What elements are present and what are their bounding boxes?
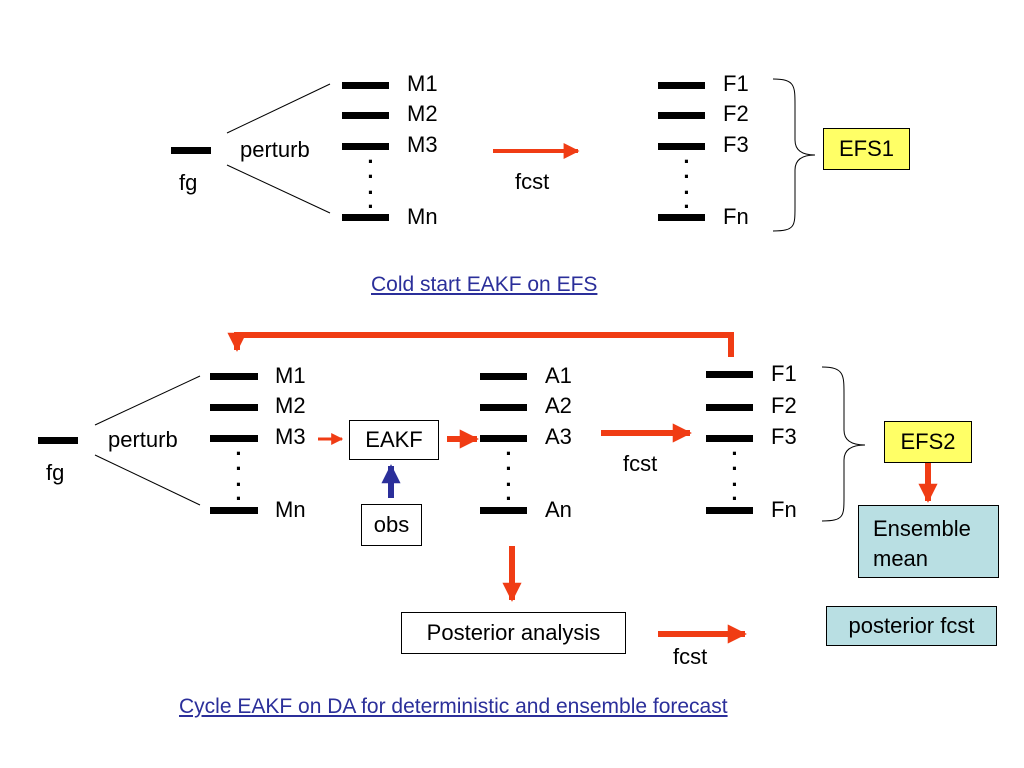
analysis-ellipsis-4: · — [505, 486, 513, 511]
bottom-member-bar-2 — [210, 404, 258, 411]
bottom-forecast-brace — [821, 366, 866, 522]
analysis-bar-2 — [480, 404, 527, 411]
posterior-fcst-arrow-label: fcst — [673, 644, 708, 669]
top-member-label-2: M2 — [407, 101, 438, 126]
top-member-label-1: M1 — [407, 71, 438, 96]
bottom-forecast-label-3: F3 — [771, 424, 797, 449]
analysis-label-2: A2 — [545, 393, 572, 418]
bottom-forecast-bar-1 — [706, 371, 753, 378]
top-fg-label: fg — [179, 170, 198, 195]
bottom-forecast-label-2: F2 — [771, 393, 797, 418]
bottom-fcst-label: fcst — [623, 451, 658, 476]
bottom-perturb-line-lower — [94, 454, 201, 506]
bottom-member-ellipsis-4: · — [235, 486, 243, 511]
bottom-member-ellipsis-1: · — [235, 441, 243, 466]
cycle-feedback-arrow — [227, 332, 734, 357]
top-caption-link[interactable]: Cold start EAKF on EFS — [371, 273, 598, 296]
analysis-label-n: An — [545, 497, 572, 522]
bottom-forecast-ellipsis-1: · — [731, 441, 739, 466]
top-forecast-bar-2 — [658, 112, 705, 119]
top-member-ellipsis-3: · — [367, 180, 375, 205]
bottom-forecast-bar-3 — [706, 435, 753, 442]
top-member-label-3: M3 — [407, 132, 438, 157]
analysis-bar-3 — [480, 435, 527, 442]
top-member-ellipsis-2: · — [367, 164, 375, 189]
top-perturb-label: perturb — [240, 137, 310, 162]
bottom-forecast-bar-n — [706, 507, 753, 514]
bottom-member-bar-3 — [210, 435, 258, 442]
top-member-bar-1 — [342, 82, 389, 89]
top-member-ellipsis-1: · — [367, 149, 375, 174]
bottom-perturb-label: perturb — [108, 427, 178, 452]
bottom-fg-label: fg — [46, 460, 65, 485]
top-forecast-bar-3 — [658, 143, 705, 150]
top-forecast-bar-1 — [658, 82, 705, 89]
bottom-forecast-label-1: F1 — [771, 361, 797, 386]
bottom-forecast-ellipsis-4: · — [731, 486, 739, 511]
top-fcst-label: fcst — [515, 169, 550, 194]
posterior-analysis-box: Posterior analysis — [401, 612, 626, 654]
top-member-bar-2 — [342, 112, 389, 119]
posterior-fcst-box: posterior fcst — [826, 606, 997, 646]
bottom-member-ellipsis-3: · — [235, 472, 243, 497]
bottom-forecast-bar-2 — [706, 404, 753, 411]
analysis-ellipsis-3: · — [505, 472, 513, 497]
top-forecast-ellipsis-2: · — [683, 164, 691, 189]
efs2-box: EFS2 — [884, 421, 972, 463]
bottom-member-bar-1 — [210, 373, 258, 380]
analysis-ellipsis-2: · — [505, 456, 513, 481]
ensemble-mean-label: Ensemble mean — [873, 516, 971, 571]
analysis-label-3: A3 — [545, 424, 572, 449]
ensemble-mean-box: Ensemble mean — [858, 505, 999, 578]
bottom-member-bar-n — [210, 507, 258, 514]
efs1-box: EFS1 — [823, 128, 910, 170]
top-perturb-line-upper — [226, 83, 331, 134]
top-forecast-ellipsis-3: · — [683, 180, 691, 205]
bottom-fg-bar — [38, 437, 78, 444]
top-member-ellipsis-4: · — [367, 194, 375, 219]
top-forecast-label-3: F3 — [723, 132, 749, 157]
bottom-member-label-3: M3 — [275, 424, 306, 449]
top-member-bar-n — [342, 214, 389, 221]
top-perturb-line-lower — [226, 164, 331, 214]
analysis-ellipsis-1: · — [505, 441, 513, 466]
analysis-bar-1 — [480, 373, 527, 380]
obs-box: obs — [361, 504, 422, 546]
analysis-bar-n — [480, 507, 527, 514]
bottom-forecast-label-n: Fn — [771, 497, 797, 522]
top-forecast-label-n: Fn — [723, 204, 749, 229]
top-forecast-label-2: F2 — [723, 101, 749, 126]
top-member-bar-3 — [342, 143, 389, 150]
top-forecast-ellipsis-1: · — [683, 149, 691, 174]
top-forecast-label-1: F1 — [723, 71, 749, 96]
top-forecast-brace — [772, 78, 816, 232]
top-forecast-ellipsis-4: · — [683, 194, 691, 219]
analysis-label-1: A1 — [545, 363, 572, 388]
top-forecast-bar-n — [658, 214, 705, 221]
bottom-member-label-1: M1 — [275, 363, 306, 388]
bottom-member-label-2: M2 — [275, 393, 306, 418]
bottom-member-ellipsis-2: · — [235, 456, 243, 481]
eakf-box: EAKF — [349, 420, 439, 460]
bottom-forecast-ellipsis-3: · — [731, 472, 739, 497]
bottom-forecast-ellipsis-2: · — [731, 456, 739, 481]
bottom-perturb-line-upper — [94, 375, 201, 426]
bottom-member-label-n: Mn — [275, 497, 306, 522]
top-fg-bar — [171, 147, 211, 154]
bottom-caption-link[interactable]: Cycle EAKF on DA for deterministic and e… — [179, 695, 728, 718]
top-member-label-n: Mn — [407, 204, 438, 229]
